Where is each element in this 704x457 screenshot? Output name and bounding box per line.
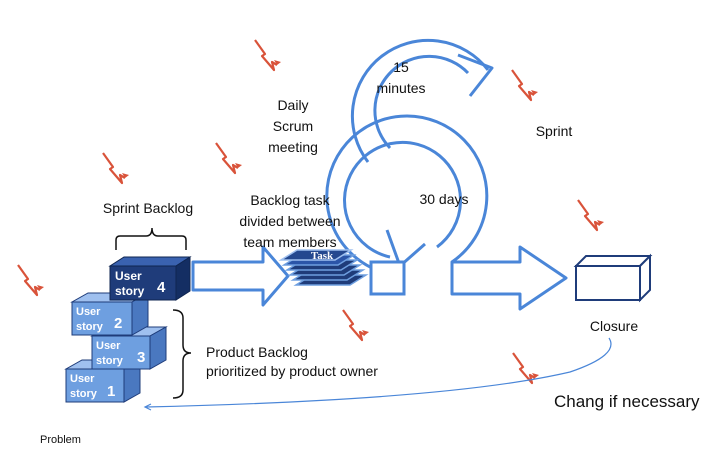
block-3-line1: User [96,340,121,352]
block-1-line1: User [70,373,95,385]
daily-scrum-line2: Scrum [272,118,314,134]
block-2-line1: User [76,306,101,318]
block-3-number: 3 [137,349,145,366]
change-label: Chang if necessary [554,392,700,411]
sprint-backlog-bracket [115,227,187,250]
block-4-line2: story [115,284,145,298]
daily-cycle-arrow [350,38,494,163]
block-3-line2: story [96,355,124,367]
lightning-icon [101,151,131,185]
closure-label: Closure [589,318,639,334]
block-2-number: 2 [114,315,122,332]
sprint-label: Sprint [535,123,573,139]
user-story-block-3: User story 3 [90,326,168,370]
sprint-backlog-label: Sprint Backlog [102,200,194,216]
backlog-task-line1: Backlog task [250,192,330,208]
block-4-line1: User [115,269,142,283]
lightning-icon [510,68,540,102]
lightning-icon [253,38,283,72]
closure-box [573,253,653,303]
backlog-task-line3: team members [243,234,337,250]
problem-label: Problem [40,434,81,446]
product-backlog-line1: Product Backlog [206,344,308,360]
block-4-number: 4 [157,279,166,296]
fifteen-line1: 15 [393,59,409,75]
product-backlog-brace [172,309,192,399]
user-story-block-4: User story 4 [108,256,192,301]
arrow-to-closure [450,245,568,311]
feedback-arrow [145,337,612,408]
task-stack: Task [278,249,369,286]
fifteen-line2: minutes [376,80,426,96]
arrow-to-cycle [369,260,406,296]
arrow-to-task [191,245,290,307]
daily-scrum-line1: Daily [277,97,309,113]
thirty-days-label: 30 days [419,191,469,207]
product-backlog-line2: prioritized by product owner [206,363,378,379]
daily-scrum-line3: meeting [268,139,318,155]
backlog-task-line2: divided between [239,213,341,229]
lightning-icon [341,308,371,342]
user-story-block-2: User story 2 [70,292,150,336]
lightning-icon [214,141,244,175]
lightning-icon [16,263,46,297]
block-1-line2: story [70,388,98,400]
lightning-icon [576,198,606,232]
task-label: Task [311,250,334,262]
block-2-line2: story [76,321,104,333]
block-1-number: 1 [107,383,115,400]
